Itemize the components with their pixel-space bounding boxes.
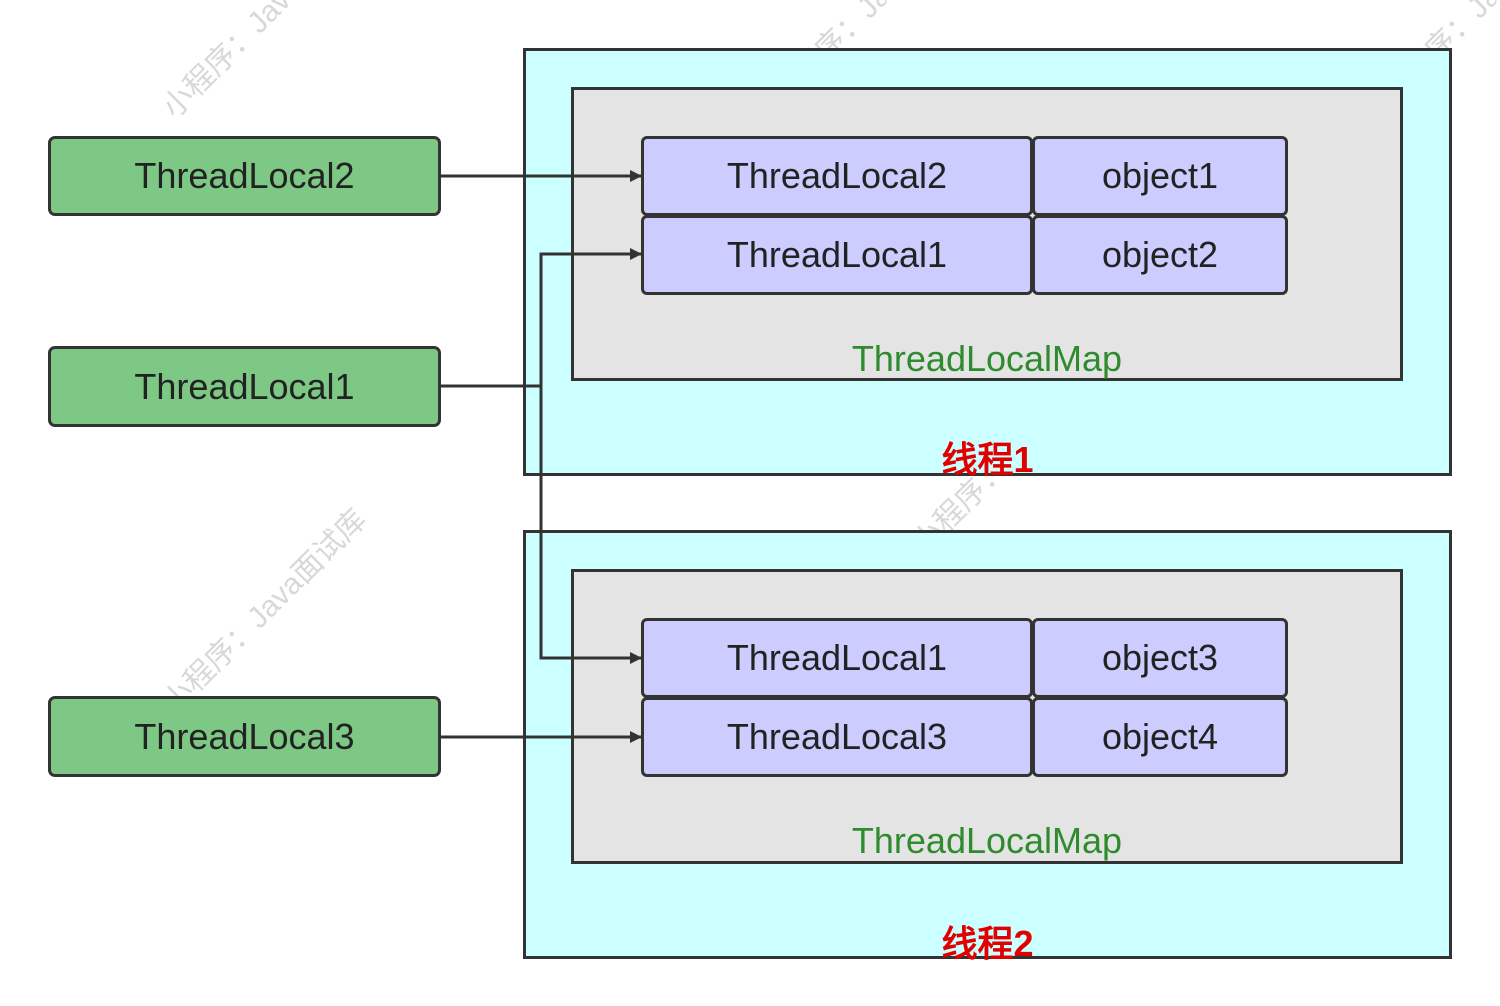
thread2-entry-value: object4 xyxy=(1032,697,1288,777)
threadlocal3-box: ThreadLocal3 xyxy=(48,696,441,777)
thread1-label: 线程1 xyxy=(941,439,1034,480)
thread1-entry-key: ThreadLocal1 xyxy=(641,215,1033,295)
thread2-entry-value: object3 xyxy=(1032,618,1288,698)
thread2-entry-key: ThreadLocal3 xyxy=(641,697,1033,777)
thread1-entry-key: ThreadLocal2 xyxy=(641,136,1033,216)
threadlocal2-box: ThreadLocal2 xyxy=(48,136,441,216)
threadlocal1-box: ThreadLocal1 xyxy=(48,346,441,427)
thread1-entry-value: object2 xyxy=(1032,215,1288,295)
thread2-label: 线程2 xyxy=(941,923,1034,964)
thread1-map-label: ThreadLocalMap xyxy=(851,338,1123,379)
arrow-threadlocal1-to-thread1 xyxy=(441,248,642,388)
arrow-threadlocal1-to-thread2 xyxy=(539,386,642,664)
thread2-map-label: ThreadLocalMap xyxy=(851,820,1123,861)
thread2-entry-key: ThreadLocal1 xyxy=(641,618,1033,698)
thread1-entry-value: object1 xyxy=(1032,136,1288,216)
